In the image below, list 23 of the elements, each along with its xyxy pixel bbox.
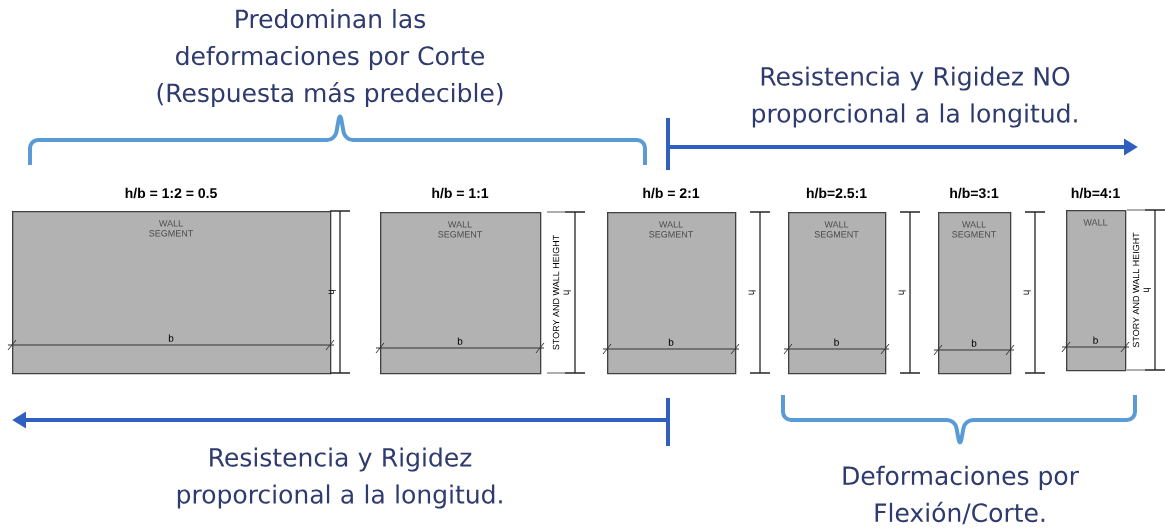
dimension-label: b bbox=[168, 334, 174, 342]
dimension-label: h bbox=[898, 290, 906, 295]
dimension-label: b bbox=[834, 338, 839, 346]
ratio-label: h/b=2.5:1 bbox=[806, 187, 867, 199]
dimension-label: b bbox=[668, 338, 674, 346]
dimension-label: h bbox=[563, 290, 571, 295]
heading-text: Resistencia y Rigidez proporcional a la longitud. bbox=[177, 447, 502, 509]
dimension-label: b bbox=[971, 339, 977, 347]
ratio-label: h/b=3:1 bbox=[950, 187, 999, 199]
heading-text: Deformaciones por Flexión/Corte. bbox=[843, 465, 1079, 525]
ratio-label: h/b = 2:1 bbox=[643, 187, 700, 199]
ratio-label: h/b = 1:1 bbox=[432, 187, 489, 199]
dimension-label: h bbox=[1143, 287, 1151, 293]
dimension-label: b bbox=[1093, 336, 1098, 344]
vertical-label: STORY AND WALL HEIGHT bbox=[552, 235, 560, 350]
dimension-label: h bbox=[748, 290, 756, 295]
ratio-label: h/b=4:1 bbox=[1071, 187, 1120, 199]
heading-text: Predominan las deformaciones por Corte (Respuesta más predecible) bbox=[157, 8, 503, 108]
dimension-label: h bbox=[328, 289, 336, 295]
dimension-label: h bbox=[1023, 290, 1031, 295]
heading-text: Resistencia y Rigidez NO proporcional a la longitud. bbox=[752, 66, 1077, 128]
dimension-label: b bbox=[457, 337, 463, 345]
ratio-label: h/b = 1:2 = 0.5 bbox=[125, 187, 217, 199]
